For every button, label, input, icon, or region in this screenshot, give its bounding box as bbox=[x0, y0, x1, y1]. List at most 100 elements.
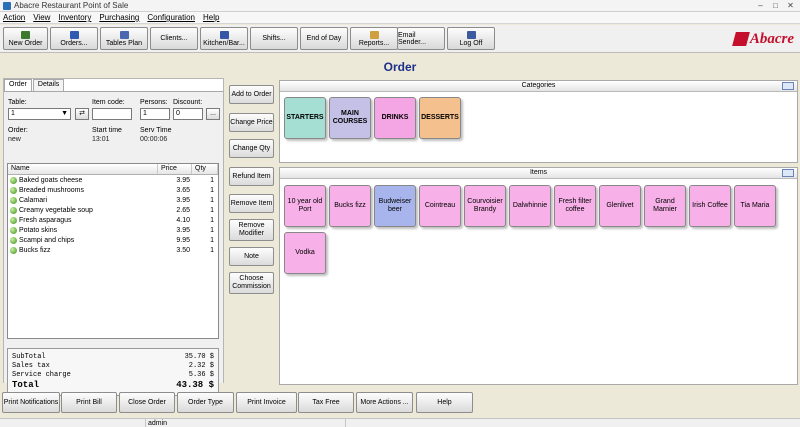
close-icon[interactable]: ✕ bbox=[787, 1, 794, 10]
log-off-icon bbox=[466, 30, 476, 39]
kitchen-icon bbox=[219, 30, 229, 39]
clients-button[interactable]: Clients... bbox=[150, 27, 198, 50]
end-of-day-button[interactable]: End of Day bbox=[300, 27, 348, 50]
new-order-icon bbox=[21, 30, 30, 39]
remove-modifier-button[interactable]: Remove Modifier bbox=[229, 219, 274, 241]
print-notifications-button[interactable]: Print Notifications bbox=[2, 392, 60, 413]
category-tile[interactable]: STARTERS bbox=[284, 97, 326, 139]
row-name: Scampi and chips bbox=[8, 236, 158, 244]
item-tile[interactable]: Cointreau bbox=[419, 185, 461, 227]
start-time-value: 13:01 bbox=[92, 136, 110, 143]
log-off-button[interactable]: Log Off bbox=[447, 27, 495, 50]
items-layout-icon[interactable] bbox=[782, 169, 794, 177]
tables-plan-button[interactable]: Tables Plan bbox=[100, 27, 148, 50]
email-sender-button[interactable]: Email Sender... bbox=[397, 27, 445, 50]
category-tile[interactable]: DRINKS bbox=[374, 97, 416, 139]
discount-input[interactable]: 0 bbox=[173, 108, 203, 120]
reports-button[interactable]: Reports... bbox=[350, 27, 398, 50]
close-order-button[interactable]: Close Order bbox=[119, 392, 175, 413]
menu-action[interactable]: Action bbox=[3, 13, 26, 22]
minimize-icon[interactable]: – bbox=[758, 1, 763, 10]
item-tile[interactable]: Dalwhinnie bbox=[509, 185, 551, 227]
persons-input[interactable]: 1 bbox=[140, 108, 170, 120]
find-table-button[interactable]: ⇄ bbox=[75, 108, 89, 120]
table-label: Table: bbox=[8, 99, 27, 106]
status-bar: admin bbox=[0, 418, 800, 427]
item-tile[interactable]: Glenlivet bbox=[599, 185, 641, 227]
menu-help[interactable]: Help bbox=[202, 13, 220, 22]
refund-item-button[interactable]: Refund Item bbox=[229, 167, 274, 186]
item-tile[interactable]: 10 year old Port bbox=[284, 185, 326, 227]
table-header: Name Price Qty bbox=[8, 164, 218, 175]
row-price: 4.10 bbox=[176, 216, 190, 224]
note-button[interactable]: Note bbox=[229, 247, 274, 266]
item-tile[interactable]: Irish Coffee bbox=[689, 185, 731, 227]
order-type-button[interactable]: Order Type bbox=[177, 392, 234, 413]
shifts-button[interactable]: Shifts... bbox=[250, 27, 298, 50]
menu-inventory[interactable]: Inventory bbox=[58, 13, 92, 22]
item-code-input[interactable] bbox=[92, 108, 132, 120]
item-status-icon bbox=[10, 186, 17, 194]
menu-view[interactable]: View bbox=[33, 13, 51, 22]
row-name: Breaded mushrooms bbox=[8, 186, 158, 194]
row-name: Fresh asparagus bbox=[8, 216, 158, 224]
print-bill-button[interactable]: Print Bill bbox=[61, 392, 117, 413]
item-tile[interactable]: Courvoisier Brandy bbox=[464, 185, 506, 227]
change-price-button[interactable]: Change Price bbox=[229, 113, 274, 132]
bottom-actions: Print Notifications Print Bill Close Ord… bbox=[0, 391, 800, 416]
status-user: admin bbox=[146, 419, 346, 427]
row-price: 9.95 bbox=[176, 236, 190, 244]
row-qty: 1 bbox=[210, 176, 214, 184]
orders-button[interactable]: Orders... bbox=[50, 27, 98, 50]
more-actions-button[interactable]: More Actions ... bbox=[356, 392, 413, 413]
item-status-icon bbox=[10, 196, 17, 204]
menu-configuration[interactable]: Configuration bbox=[147, 13, 195, 22]
column-header-price[interactable]: Price bbox=[158, 164, 192, 174]
orders-icon bbox=[69, 30, 79, 39]
item-tile[interactable]: Bucks fizz bbox=[329, 185, 371, 227]
serv-time-label: Serv Time bbox=[140, 127, 172, 134]
order-tab-body: Table: 1 ▼ ⇄ Item code: Persons: 1 Disco… bbox=[4, 91, 223, 396]
category-tile[interactable]: DESSERTS bbox=[419, 97, 461, 139]
item-tile[interactable]: Fresh filter coffee bbox=[554, 185, 596, 227]
menu-purchasing[interactable]: Purchasing bbox=[99, 13, 140, 22]
choose-commission-button[interactable]: Choose Commission bbox=[229, 272, 274, 294]
item-tile[interactable]: Grand Marnier bbox=[644, 185, 686, 227]
item-tile[interactable]: Budweiser beer bbox=[374, 185, 416, 227]
discount-options-button[interactable]: ... bbox=[206, 108, 220, 120]
remove-item-button[interactable]: Remove Item bbox=[229, 194, 274, 213]
toolbar: New Order Orders... Tables Plan Clients.… bbox=[0, 25, 800, 53]
item-status-icon bbox=[10, 246, 17, 254]
item-tile[interactable]: Vodka bbox=[284, 232, 326, 274]
category-tile[interactable]: MAIN COURSES bbox=[329, 97, 371, 139]
print-invoice-button[interactable]: Print Invoice bbox=[236, 392, 297, 413]
help-button[interactable]: Help bbox=[416, 392, 473, 413]
change-qty-button[interactable]: Change Qty bbox=[229, 139, 274, 158]
tax-free-button[interactable]: Tax Free bbox=[298, 392, 354, 413]
maximize-icon[interactable]: □ bbox=[773, 1, 778, 10]
categories-header: Categories bbox=[280, 81, 797, 92]
kitchen-bar-button[interactable]: Kitchen/Bar... bbox=[200, 27, 248, 50]
column-header-name[interactable]: Name bbox=[8, 164, 158, 174]
table-select[interactable]: 1 ▼ bbox=[8, 108, 71, 120]
tab-details[interactable]: Details bbox=[32, 79, 65, 91]
add-to-order-button[interactable]: Add to Order bbox=[229, 85, 274, 104]
column-header-qty[interactable]: Qty bbox=[192, 164, 218, 174]
row-price: 3.95 bbox=[176, 226, 190, 234]
item-tile[interactable]: Tia Maria bbox=[734, 185, 776, 227]
tab-order[interactable]: Order bbox=[4, 79, 32, 91]
discount-label: Discount: bbox=[173, 99, 203, 106]
categories-layout-icon[interactable] bbox=[782, 82, 794, 90]
new-order-button[interactable]: New Order bbox=[3, 27, 48, 50]
